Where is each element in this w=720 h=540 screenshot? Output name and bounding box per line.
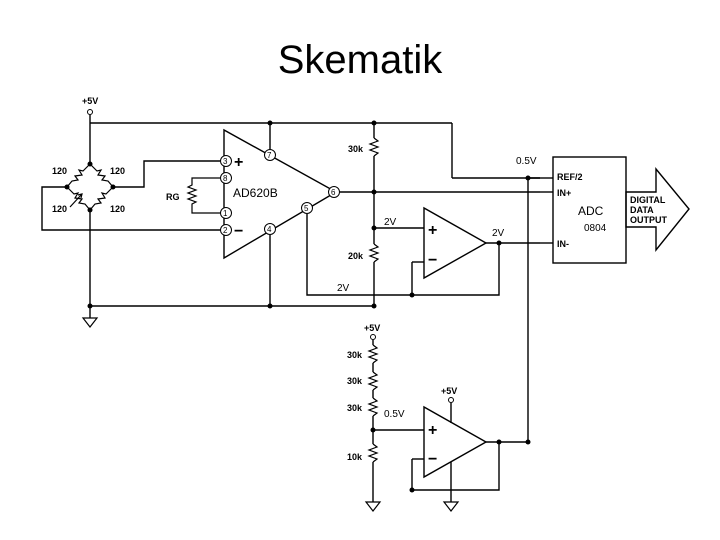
buffer1-minus: − [428, 252, 437, 269]
divider2-r1-label: 30k [347, 350, 363, 360]
svg-text:2: 2 [223, 226, 228, 235]
supply-label-bottom: +5V [364, 323, 380, 333]
strain-gauge-arrow [69, 193, 83, 208]
inamp-pin-8: 8 [220, 172, 232, 184]
output-line-2: DATA [630, 205, 654, 215]
divider1-r-top-label: 30k [348, 144, 364, 154]
supply-terminal-top [87, 109, 93, 115]
bridge-r-bottom-right: 120 [110, 204, 125, 214]
divider1-r-bottom [368, 243, 380, 263]
adc-in-plus: IN+ [557, 188, 571, 198]
buffer2-feedback [411, 442, 500, 491]
inamp-triangle [223, 128, 338, 260]
adc-ref-pin: REF/2 [557, 172, 583, 182]
digital-output-arrow [625, 167, 690, 252]
inamp-pin-6: 6 [328, 186, 340, 198]
buffer1-triangle [423, 206, 488, 280]
buffer2-minus: − [428, 451, 437, 468]
supply-terminal-bottom [370, 334, 376, 340]
inamp-plus: + [234, 154, 243, 171]
output-line-3: OUTPUT [630, 215, 668, 225]
divider2-r3-label: 30k [347, 403, 363, 413]
bridge-r-top-left: 120 [52, 166, 67, 176]
inamp-pin-1: 1 [220, 207, 232, 219]
wire-ref-pin5 [306, 214, 412, 296]
ground-symbol-opamp [442, 501, 460, 512]
supply-terminal-opamp [448, 397, 454, 403]
ground-symbol-divider2 [364, 501, 382, 512]
adc-name: ADC [578, 204, 604, 218]
adc-in-minus: IN- [557, 239, 569, 249]
wire-buffer2-to-ref [527, 177, 540, 441]
svg-text:8: 8 [223, 174, 228, 183]
adc-ref-voltage: 0.5V [516, 156, 537, 167]
divider2-r1 [367, 344, 379, 364]
inamp-name: AD620B [233, 186, 278, 200]
divider1-r-bottom-label: 20k [348, 251, 364, 261]
inamp-pin-5: 5 [301, 202, 313, 214]
buffer2-plus: + [428, 422, 437, 439]
buffer1-plus: + [428, 222, 437, 239]
divider2-r2 [367, 371, 379, 391]
divider2-r3 [367, 397, 379, 417]
divider1-r-top [368, 137, 380, 157]
inamp-pin-2: 2 [220, 224, 232, 236]
buffer2-triangle [423, 405, 488, 479]
inamp-minus: − [234, 223, 243, 240]
svg-text:4: 4 [267, 225, 272, 234]
output-line-1: DIGITAL [630, 195, 666, 205]
bridge-r-top-right: 120 [110, 166, 125, 176]
rg-resistor [186, 177, 220, 214]
svg-text:3: 3 [223, 157, 228, 166]
divider1-node-voltage: 2V [384, 217, 397, 228]
svg-text:6: 6 [331, 188, 336, 197]
divider2-node-voltage: 0.5V [384, 409, 405, 420]
inamp-pin-3: 3 [220, 155, 232, 167]
divider2-r4-label: 10k [347, 452, 363, 462]
supply-label-opamp: +5V [441, 386, 457, 396]
svg-text:5: 5 [304, 204, 309, 213]
buffer1-feedback [412, 243, 500, 296]
supply-label-top: +5V [82, 96, 98, 106]
inamp-pin-7: 7 [264, 149, 276, 161]
wheatstone-bridge [66, 163, 114, 211]
adc-part: 0804 [584, 223, 607, 234]
svg-text:1: 1 [223, 209, 228, 218]
buffer1-out-voltage: 2V [492, 228, 505, 239]
bridge-r-bottom-left: 120 [52, 204, 67, 214]
divider2-r4 [367, 443, 379, 463]
wire-bridge-to-pin2 [41, 186, 220, 231]
ground-symbol-left [81, 317, 99, 328]
svg-text:7: 7 [267, 151, 272, 160]
wire-bridge-to-pin3 [113, 160, 220, 188]
page-title: Skematik [277, 38, 443, 82]
inamp-pin-4: 4 [264, 223, 276, 235]
rg-label: RG [166, 192, 180, 202]
divider2-r2-label: 30k [347, 376, 363, 386]
pin5-voltage: 2V [337, 283, 350, 294]
